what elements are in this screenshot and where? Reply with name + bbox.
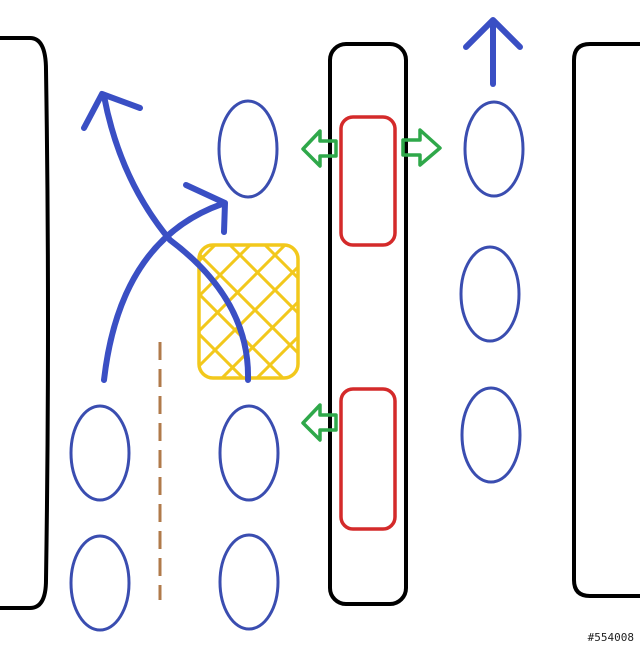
red-barrier-top xyxy=(339,115,397,247)
person-oval xyxy=(217,99,279,199)
curved-arrow-right-icon xyxy=(101,201,225,383)
people-group xyxy=(69,99,525,632)
arrowhead-right-icon xyxy=(183,182,228,235)
red-barrier-bottom xyxy=(339,387,397,531)
green-arrow-right-top-icon xyxy=(401,128,442,167)
person-oval xyxy=(218,533,280,631)
person-oval xyxy=(463,100,525,198)
center-divider xyxy=(328,42,408,606)
watermark: #554008 xyxy=(587,631,634,644)
person-oval xyxy=(69,534,131,632)
person-oval xyxy=(69,404,131,502)
person-oval xyxy=(459,245,521,343)
arrowhead-left-icon xyxy=(81,91,143,131)
person-oval xyxy=(218,404,280,502)
person-oval xyxy=(460,386,522,484)
flow-arrows xyxy=(81,17,523,383)
left-wall xyxy=(0,36,50,610)
right-wall xyxy=(572,42,640,598)
arrowhead-up-icon xyxy=(463,17,523,50)
curved-arrow-left-icon xyxy=(101,93,252,383)
green-arrow-left-bottom-icon xyxy=(301,403,338,442)
green-arrow-left-top-icon xyxy=(301,129,338,168)
